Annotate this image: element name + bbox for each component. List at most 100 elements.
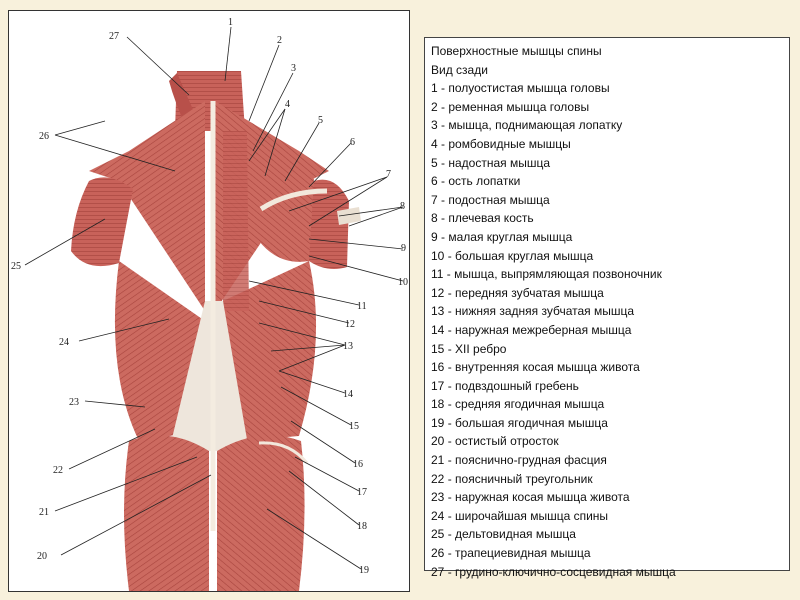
legend-item-label: пояснично-грудная фасция	[455, 453, 607, 468]
figure-label-3: 3	[291, 63, 296, 74]
legend-item-label: мышца, поднимающая лопатку	[448, 118, 623, 133]
legend-item: 8 - плечевая кость	[431, 211, 534, 226]
figure-label-19: 19	[359, 565, 369, 576]
figure-label-9: 9	[401, 243, 406, 254]
figure-label-11: 11	[357, 301, 367, 312]
legend-item-label: полуостистая мышца головы	[448, 81, 610, 96]
figure-number-labels: 1 2 3 4 5 6 7 8 9 10 11 12 13 14 15 16 1…	[11, 17, 408, 576]
legend-item-label: трапециевидная мышца	[455, 546, 591, 561]
legend-item-number: 20	[431, 434, 445, 449]
legend-item-label: мышца, выпрямляющая позвоночник	[454, 267, 662, 282]
erector-spinae-shape	[223, 131, 249, 311]
legend-item-label: надостная мышца	[448, 155, 551, 170]
legend-item-label: нижняя задняя зубчатая мышца	[455, 304, 635, 319]
legend-item: 14 - наружная межреберная мышца	[431, 322, 632, 337]
scapula-spine-shape	[259, 188, 328, 212]
legend-item: 12 - передняя зубчатая мышца	[431, 285, 604, 300]
legend-item-label: дельтовидная мышца	[455, 527, 576, 542]
legend-item: 11 - мышца, выпрямляющая позвоночник	[431, 267, 662, 282]
legend-item-number: 3	[431, 118, 438, 133]
legend-item-number: 26	[431, 546, 445, 561]
legend-item-number: 12	[431, 285, 445, 300]
legend-item-label: ромбовидные мышцы	[448, 136, 571, 151]
figure-label-5: 5	[318, 115, 323, 126]
legend-item-label: поясничный треугольник	[455, 471, 593, 486]
legend-item-label: передняя зубчатая мышца	[455, 285, 604, 300]
legend-item-number: 5	[431, 155, 438, 170]
legend-item: 2 - ременная мышца головы	[431, 99, 590, 114]
iliac-crest-shape	[258, 441, 309, 464]
legend-item-number: 9	[431, 229, 438, 244]
humerus-shape	[337, 207, 361, 225]
figure-label-13: 13	[343, 341, 353, 352]
legend-item-number: 15	[431, 341, 445, 356]
legend-title: Поверхностные мышцы спины	[431, 44, 602, 58]
legend-item-number: 24	[431, 508, 445, 523]
legend-subtitle: Вид сзади	[431, 62, 488, 77]
legend-item-number: 16	[431, 360, 445, 375]
legend-item-label: наружная косая мышца живота	[455, 490, 630, 505]
leader-lines	[24, 26, 404, 570]
figure-label-10: 10	[398, 277, 408, 288]
legend-item: 7 - подостная мышца	[431, 192, 550, 207]
legend-item-label: широчайшая мышца спины	[455, 508, 609, 523]
legend-item-label: ременная мышца головы	[448, 99, 590, 114]
legend-item: 6 - ость лопатки	[431, 174, 521, 189]
legend-item-number: 21	[431, 453, 445, 468]
legend-item-number: 27	[431, 564, 445, 579]
legend-item-label: большая ягодичная мышца	[455, 415, 608, 430]
legend-item-number: 14	[431, 322, 445, 337]
figure-label-24: 24	[59, 337, 69, 348]
legend-item: 5 - надостная мышца	[431, 155, 551, 170]
legend-item-number: 17	[431, 378, 445, 393]
figure-label-2: 2	[277, 35, 282, 46]
legend-item-number: 10	[431, 248, 445, 263]
figure-label-18: 18	[357, 521, 367, 532]
legend-item-number: 18	[431, 397, 445, 412]
legend-item: 10 - большая круглая мышца	[431, 248, 594, 263]
figure-label-7: 7	[386, 169, 391, 180]
legend-item: 27 - грудино-ключично-сосцевидная мышца	[431, 564, 676, 579]
thoracolumbar-fascia-shape	[169, 301, 249, 451]
gluteus-left-shape	[124, 435, 209, 591]
figure-label-14: 14	[343, 389, 353, 400]
legend-item-number: 6	[431, 174, 438, 189]
figure-label-23: 23	[69, 397, 79, 408]
back-muscles-illustration: 1 2 3 4 5 6 7 8 9 10 11 12 13 14 15 16 1…	[11, 17, 408, 591]
legend-item: 19 - большая ягодичная мышца	[431, 415, 608, 430]
figure-label-12: 12	[345, 319, 355, 330]
legend-item-number: 19	[431, 415, 445, 430]
legend-item: 1 - полуостистая мышца головы	[431, 81, 610, 96]
legend-item-number: 11	[431, 267, 444, 282]
legend-panel: Поверхностные мышцы спины Вид сзади 1 - …	[424, 37, 790, 579]
legend-item: 25 - дельтовидная мышца	[431, 527, 576, 542]
legend-item-label: подостная мышца	[448, 192, 550, 207]
legend-item: 3 - мышца, поднимающая лопатку	[431, 118, 623, 133]
figure-label-26: 26	[39, 131, 49, 142]
legend-item: 9 - малая круглая мышца	[431, 229, 573, 244]
legend-item: 18 - средняя ягодичная мышца	[431, 397, 605, 412]
legend-item-number: 22	[431, 471, 445, 486]
deltoid-right-shape	[309, 179, 349, 269]
figure-label-16: 16	[353, 459, 363, 470]
legend-item-label: плечевая кость	[448, 211, 534, 226]
legend-item-number: 2	[431, 99, 438, 114]
figure-label-6: 6	[350, 137, 355, 148]
legend-item-label: грудино-ключично-сосцевидная мышца	[455, 564, 676, 579]
legend-item: 17 - подвздошный гребень	[431, 378, 579, 393]
figure-label-4: 4	[285, 99, 290, 110]
legend-item-number: 8	[431, 211, 438, 226]
legend-item-number: 23	[431, 490, 445, 505]
deltoid-left-shape	[71, 177, 133, 267]
legend-item-number: 13	[431, 304, 445, 319]
legend-item: 20 - остистый отросток	[431, 434, 559, 449]
legend-item: 24 - широчайшая мышца спины	[431, 508, 609, 523]
legend-item-number: 1	[431, 81, 438, 96]
legend-item-label: внутренняя косая мышца живота	[455, 360, 640, 375]
legend-item-label: остистый отросток	[455, 434, 559, 449]
legend-item: 16 - внутренняя косая мышца живота	[431, 360, 640, 375]
legend-item: 23 - наружная косая мышца живота	[431, 490, 630, 505]
legend-item-label: средняя ягодичная мышца	[455, 397, 605, 412]
legend-list: 1 - полуостистая мышца головы 2 - ременна…	[431, 79, 783, 581]
legend-item: 26 - трапециевидная мышца	[431, 546, 591, 561]
